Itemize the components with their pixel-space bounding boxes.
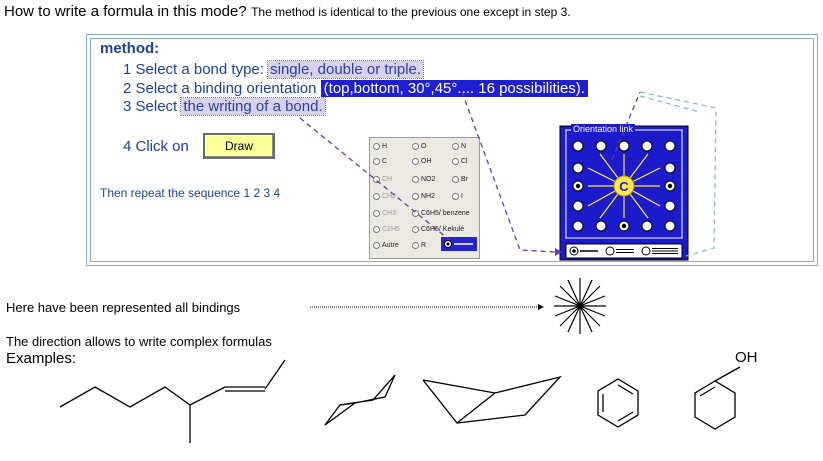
all-bindings-star	[554, 278, 606, 334]
method-inner-frame	[90, 38, 814, 262]
palette-option-c[interactable]: C	[373, 158, 387, 165]
orientation-label: Orientation link	[571, 124, 636, 134]
cyclohexenol-molecule	[694, 366, 741, 430]
repeat-text: Then repeat the sequence 1 2 3 4	[100, 186, 281, 200]
palette-option-br[interactable]: Br	[452, 176, 468, 183]
step-2-highlight: (top,bottom, 30°,45°.... 16 possibilitie…	[320, 80, 588, 97]
step-1: 1 Select a bond type: single, double or …	[123, 60, 425, 79]
palette-option-cl[interactable]: Cl	[452, 158, 468, 165]
method-heading: method:	[100, 40, 160, 57]
method-outer-frame	[86, 34, 818, 266]
benzene-molecule	[597, 378, 639, 428]
bindings-text: Here have been represented all bindings	[6, 300, 241, 315]
step-3-prefix: 3 Select	[123, 98, 178, 115]
chair-small-molecule	[324, 374, 396, 426]
palette-option-r[interactable]: R	[412, 242, 426, 249]
branched-alkene-molecule	[59, 359, 286, 443]
step-1-prefix: 1 Select a bond type:	[123, 61, 264, 78]
palette-option-ch[interactable]: CH	[373, 176, 392, 183]
example-molecules	[59, 359, 741, 443]
step-2: 2 Select a binding orientation (top,bott…	[123, 80, 588, 97]
palette-option-benzene[interactable]: C6H5/ benzene	[412, 210, 470, 217]
palette-option-nh2[interactable]: NH2	[412, 193, 435, 200]
title-main: How to write a formula in this mode?	[4, 3, 247, 20]
bond-line-icon	[444, 240, 473, 248]
palette-option-n[interactable]: N	[452, 143, 466, 150]
orientation-panel: C	[559, 125, 689, 261]
palette-option-bond-writing[interactable]	[441, 237, 477, 251]
oh-label: OH	[735, 349, 758, 366]
palette-option-no2[interactable]: NO2	[412, 176, 435, 183]
palette-option-o[interactable]: O	[412, 143, 426, 150]
step-1-highlight: single, double or triple.	[267, 60, 425, 79]
examples-label: Examples:	[6, 350, 77, 367]
palette-option-c2h5[interactable]: C2H5	[373, 226, 400, 233]
center-atom-icon	[613, 175, 635, 197]
direction-text: The direction allows to write complex fo…	[6, 334, 272, 349]
palette-option-i[interactable]: I	[452, 193, 463, 200]
palette-option-oh[interactable]: OH	[412, 158, 432, 165]
center-atom-label: C	[619, 179, 629, 194]
step-3-highlight: the writing of a bond.	[180, 97, 326, 116]
palette-option-ch3[interactable]: CH3	[373, 210, 396, 217]
draw-button[interactable]: Draw	[203, 133, 275, 159]
step-4-text: 4 Click on	[123, 138, 189, 155]
step-3: 3 Select the writing of a bond.	[123, 97, 326, 116]
page-title: How to write a formula in this mode? The…	[4, 3, 571, 21]
step-2-prefix: 2 Select a binding orientation	[123, 80, 317, 97]
palette-option-autre[interactable]: Autre	[373, 242, 399, 249]
palette-option-h[interactable]: H	[373, 143, 387, 150]
palette-option-kekule[interactable]: C6H5/ Kekulé	[412, 226, 464, 233]
palette-option-ch2[interactable]: CH2	[373, 193, 396, 200]
title-sub: The method is identical to the previous …	[251, 5, 571, 19]
chair-large-molecule	[422, 375, 562, 424]
